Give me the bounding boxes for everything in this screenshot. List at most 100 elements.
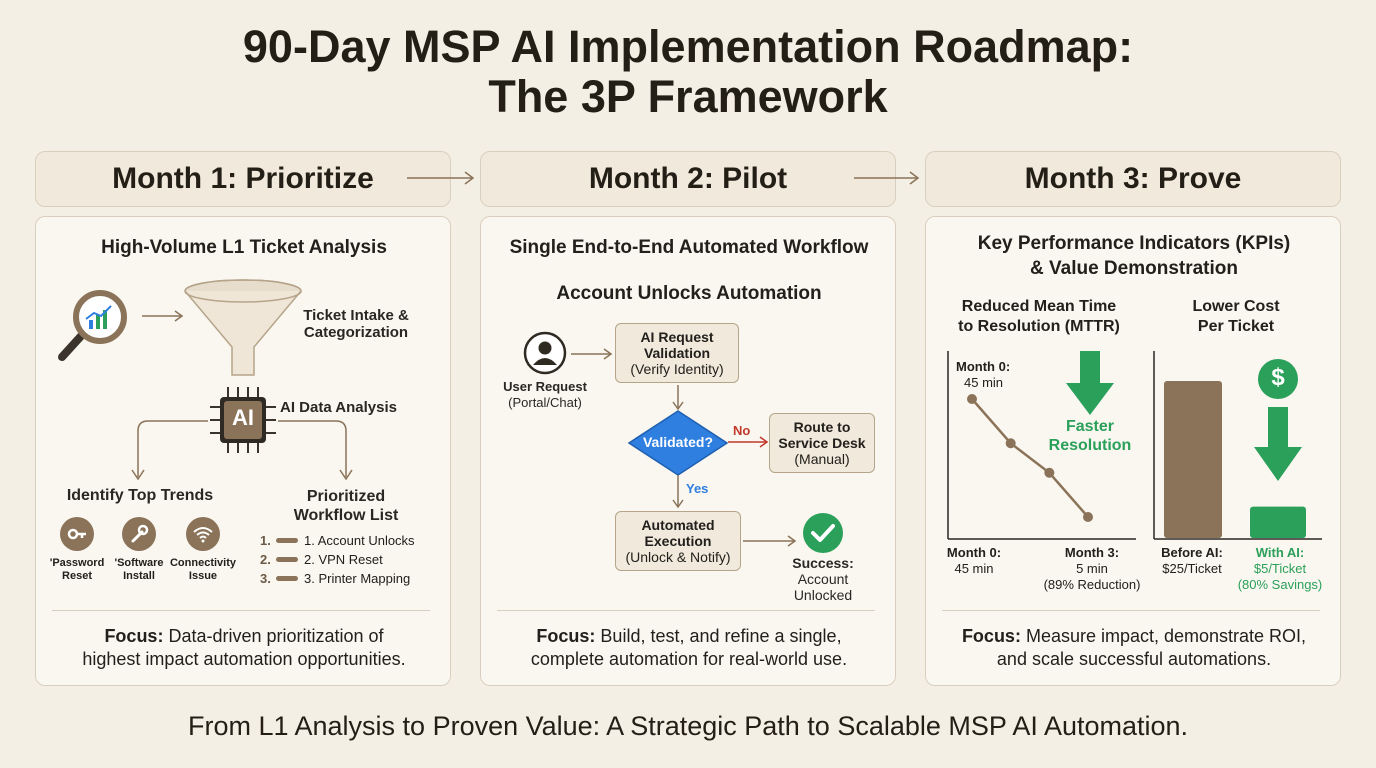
arrow-down-icon bbox=[672, 385, 684, 411]
trends-title: Identify Top Trends bbox=[66, 487, 214, 504]
mttr-title: Reduced Mean Time to Resolution (MTTR) bbox=[936, 297, 1142, 337]
execution-box: Automated Execution (Unlock & Notify) bbox=[615, 511, 741, 571]
focus-label: Focus: bbox=[104, 626, 164, 646]
focus-line-2: and scale successful automations. bbox=[996, 649, 1272, 669]
month-1-header: Month 1: Prioritize bbox=[35, 151, 451, 207]
mttr-axis-right: Month 3: 5 min (89% Reduction) bbox=[1036, 545, 1148, 593]
route-box: Route to Service Desk (Manual) bbox=[769, 413, 875, 473]
start-label-line: 45 min bbox=[964, 375, 1004, 390]
divider bbox=[52, 610, 430, 611]
axis-line: 5 min bbox=[1076, 561, 1108, 576]
trend-label: Install bbox=[123, 570, 155, 582]
mttr-title-line: Reduced Mean Time bbox=[961, 298, 1117, 315]
dollar-icon bbox=[1258, 359, 1298, 399]
list-num: 2. bbox=[260, 552, 271, 567]
after-line: (80% Savings) bbox=[1237, 577, 1323, 592]
focus-line-1: Focus: Measure impact, demonstrate ROI, bbox=[926, 625, 1342, 648]
faster-resolution-label: Faster Resolution bbox=[1036, 417, 1144, 455]
after-label: With AI: $5/Ticket (80% Savings) bbox=[1232, 545, 1328, 593]
divider bbox=[942, 610, 1320, 611]
cost-chart bbox=[1153, 351, 1322, 540]
funnel-icon bbox=[184, 279, 302, 376]
start-label-line: Month 0: bbox=[956, 359, 1011, 374]
mttr-chart bbox=[947, 351, 1136, 540]
validation-box: AI Request Validation (Verify Identity) bbox=[615, 323, 739, 383]
check-circle-icon bbox=[803, 513, 843, 553]
month-3-header: Month 3: Prove bbox=[925, 151, 1341, 207]
list-bar bbox=[276, 538, 298, 544]
box-line: (Verify Identity) bbox=[630, 361, 724, 377]
title-line-2: The 3P Framework bbox=[488, 71, 888, 122]
list-title-line: Workflow List bbox=[293, 507, 399, 524]
success-line: Success: bbox=[792, 555, 854, 571]
before-label: Before AI: $25/Ticket bbox=[1152, 545, 1232, 577]
box-line: (Unlock & Notify) bbox=[625, 549, 731, 565]
list-text: 2. VPN Reset bbox=[304, 552, 383, 567]
month-3-panel: Key Performance Indicators (KPIs) & Valu… bbox=[925, 216, 1341, 686]
user-icon bbox=[523, 331, 567, 375]
magnifier-chart-icon bbox=[58, 290, 127, 361]
cost-title-line: Lower Cost bbox=[1192, 298, 1280, 315]
panel-heading: High-Volume L1 Ticket Analysis bbox=[101, 237, 387, 258]
ai-chip-icon bbox=[210, 387, 276, 453]
trend-label: 'Software bbox=[114, 557, 164, 569]
list-text: 3. Printer Mapping bbox=[304, 571, 411, 586]
heading-line: Key Performance Indicators (KPIs) bbox=[977, 233, 1291, 254]
user-request-label: User Request (Portal/Chat) bbox=[495, 379, 595, 411]
arrow-right-icon bbox=[743, 535, 797, 547]
workflow-list-title: Prioritized Workflow List bbox=[272, 487, 420, 525]
list-bar bbox=[276, 557, 298, 563]
mttr-title-line: to Resolution (MTTR) bbox=[958, 318, 1120, 335]
focus-body: Measure impact, demonstrate ROI, bbox=[1020, 626, 1307, 646]
ai-analysis-label: AI Data Analysis bbox=[280, 399, 397, 416]
mttr-line bbox=[971, 398, 1089, 518]
intake-label: Ticket Intake & Categorization bbox=[296, 307, 416, 341]
intake-line-1: Ticket Intake & bbox=[303, 307, 409, 324]
cost-title: Lower Cost Per Ticket bbox=[1148, 297, 1324, 337]
focus-text: Focus: Measure impact, demonstrate ROI, … bbox=[926, 625, 1342, 671]
dollar-sign: $ bbox=[1271, 364, 1285, 391]
axis-line: 45 min bbox=[954, 561, 994, 576]
mttr-point bbox=[1044, 467, 1055, 478]
arrow-down-icon bbox=[672, 475, 684, 509]
user-label-line: (Portal/Chat) bbox=[508, 395, 582, 410]
list-bar bbox=[276, 576, 298, 582]
focus-label: Focus: bbox=[961, 626, 1021, 646]
mttr-point bbox=[967, 394, 977, 404]
bar-with-ai bbox=[1250, 506, 1306, 538]
page-title: 90-Day MSP AI Implementation Roadmap: Th… bbox=[0, 22, 1376, 122]
box-line: (Manual) bbox=[794, 451, 850, 467]
workflow-list: 1.1. Account Unlocks 2.2. VPN Reset 3.3.… bbox=[260, 531, 415, 588]
arrow-right-icon bbox=[142, 310, 184, 322]
box-line: Automated bbox=[641, 517, 715, 533]
decision-label: Validated? bbox=[642, 434, 714, 450]
mttr-point bbox=[1005, 438, 1016, 449]
arrow-right-icon bbox=[571, 348, 613, 360]
green-arrow-down-icon bbox=[1254, 407, 1302, 481]
month-2-header: Month 2: Pilot bbox=[480, 151, 896, 207]
focus-line-1: Focus: Build, test, and refine a single, bbox=[481, 625, 897, 648]
mttr-start-label: Month 0: 45 min bbox=[956, 359, 1010, 391]
user-label-line: User Request bbox=[503, 379, 587, 394]
axis-line: Month 3: bbox=[1064, 545, 1120, 560]
ai-chip-label: AI bbox=[232, 405, 254, 430]
focus-line-1: Focus: Data-driven prioritization of bbox=[36, 625, 452, 648]
box-line: AI Request bbox=[640, 329, 714, 345]
trend-password: 'Password Reset bbox=[42, 557, 112, 583]
focus-text: Focus: Data-driven prioritization of hig… bbox=[36, 625, 452, 671]
month-1-panel: High-Volume L1 Ticket Analysis Ticket In… bbox=[35, 216, 451, 686]
list-text: 1. Account Unlocks bbox=[304, 533, 415, 548]
axis-line: (89% Reduction) bbox=[1043, 577, 1141, 592]
list-num: 1. bbox=[260, 533, 271, 548]
key-icon bbox=[60, 517, 94, 551]
yes-label: Yes bbox=[686, 481, 709, 496]
month-2-panel: Single End-to-End Automated Workflow Acc… bbox=[480, 216, 896, 686]
success-label: Success: Account Unlocked bbox=[777, 555, 869, 603]
title-line-1: 90-Day MSP AI Implementation Roadmap: bbox=[242, 21, 1134, 72]
focus-body: Data-driven prioritization of bbox=[163, 626, 384, 646]
wrench-icon bbox=[122, 517, 156, 551]
footer-tagline: From L1 Analysis to Proven Value: A Stra… bbox=[187, 711, 1189, 741]
arrow-no-icon bbox=[728, 436, 769, 448]
arrow-right-icon bbox=[854, 171, 920, 185]
heading-line: & Value Demonstration bbox=[1030, 258, 1238, 279]
